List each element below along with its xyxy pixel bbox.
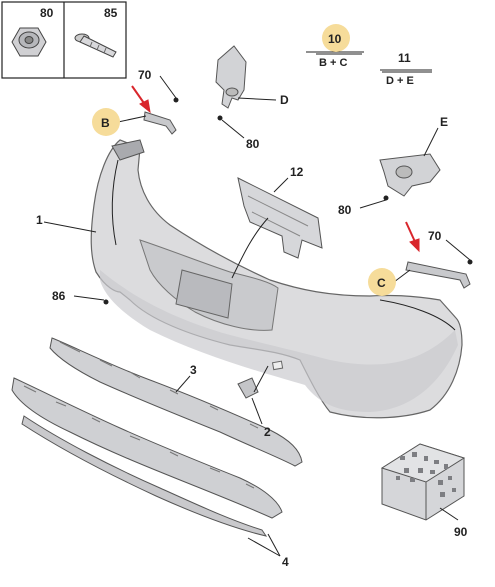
callout-11: 11 — [398, 51, 411, 65]
part-d-bracket — [215, 45, 247, 109]
rear-bumper-cover — [90, 139, 463, 419]
fastener-dots — [103, 97, 473, 305]
callout-12: 12 — [290, 165, 304, 179]
callout-70-top: 70 — [138, 68, 152, 82]
callout-b-plus-c: B + C — [319, 57, 347, 69]
callout-80-mid: 80 — [246, 137, 260, 151]
callout-3: 3 — [190, 363, 197, 377]
callout-70-right: 70 — [428, 229, 442, 243]
inset-ref-85: 85 — [104, 6, 118, 20]
part-4-trim-strip — [21, 415, 268, 537]
part-90-clip-kit — [380, 443, 466, 521]
badge-c — [368, 268, 396, 296]
callout-d: D — [280, 93, 289, 107]
callout-86: 86 — [52, 289, 66, 303]
callout-b: B — [101, 116, 110, 130]
part-3-reinforcement — [49, 337, 303, 467]
part-12-bracket — [231, 177, 323, 279]
callout-4: 4 — [282, 555, 289, 569]
leader-lines — [43, 51, 471, 557]
callout-10: 10 — [328, 32, 342, 46]
nut-icon — [11, 27, 47, 57]
hardware-inset: 80 85 — [1, 1, 127, 79]
callout-90: 90 — [454, 525, 468, 539]
callout-e: E — [440, 115, 448, 129]
badge-b — [92, 108, 120, 136]
callout-80-right: 80 — [338, 203, 352, 217]
part-e-bracket — [379, 153, 441, 197]
red-arrows — [131, 85, 420, 253]
screw-icon — [74, 33, 117, 58]
part-2-cover — [237, 377, 259, 399]
callout-c: C — [377, 276, 386, 290]
inset-ref-80: 80 — [40, 6, 54, 20]
part-4-diffuser — [11, 377, 283, 519]
badge-10 — [322, 24, 350, 52]
part-b-bracket — [143, 111, 177, 135]
callout-1: 1 — [36, 213, 43, 227]
callout-2: 2 — [264, 425, 271, 439]
callout-d-plus-e: D + E — [386, 75, 414, 87]
part-c-bracket — [405, 261, 471, 289]
